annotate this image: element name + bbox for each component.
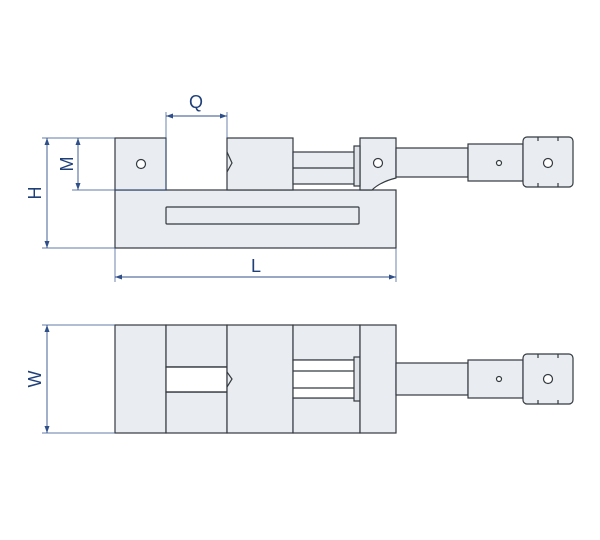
jaw-notch [226,151,233,173]
end-block-hole [372,157,384,169]
handle-hole [495,159,503,167]
movable-jaw [226,137,294,191]
dimension-h: H [25,137,115,249]
top-end-block [359,324,397,434]
w-label: W [25,371,45,388]
knob-hole [542,157,554,169]
base-slot [165,206,360,225]
top-guide-lower [165,391,228,434]
dimension-m: M [57,137,166,191]
top-rail-lower [292,397,361,434]
jaw-hole [135,158,147,170]
screw-collar [353,145,361,187]
top-fixed-jaw [114,324,167,434]
top-movable-jaw [226,324,294,434]
top-view [114,324,574,434]
q-label: Q [189,92,203,112]
screw-shaft [395,147,469,178]
handle [467,143,524,182]
h-label: H [25,187,45,200]
dimension-q: Q [165,92,228,190]
top-knob-hole [542,373,554,385]
top-rail-upper [292,324,361,361]
dimension-l: L [114,248,397,282]
top-screw-shaft [395,362,469,396]
top-collar [353,356,361,402]
m-label: M [57,157,77,172]
side-view [114,136,574,249]
l-label: L [251,256,261,276]
top-handle [467,359,524,399]
top-guide-upper [165,324,228,368]
dimension-w: W [25,324,115,434]
top-screw [292,359,361,399]
top-handle-hole [495,375,503,383]
jaw-opening [165,366,228,393]
